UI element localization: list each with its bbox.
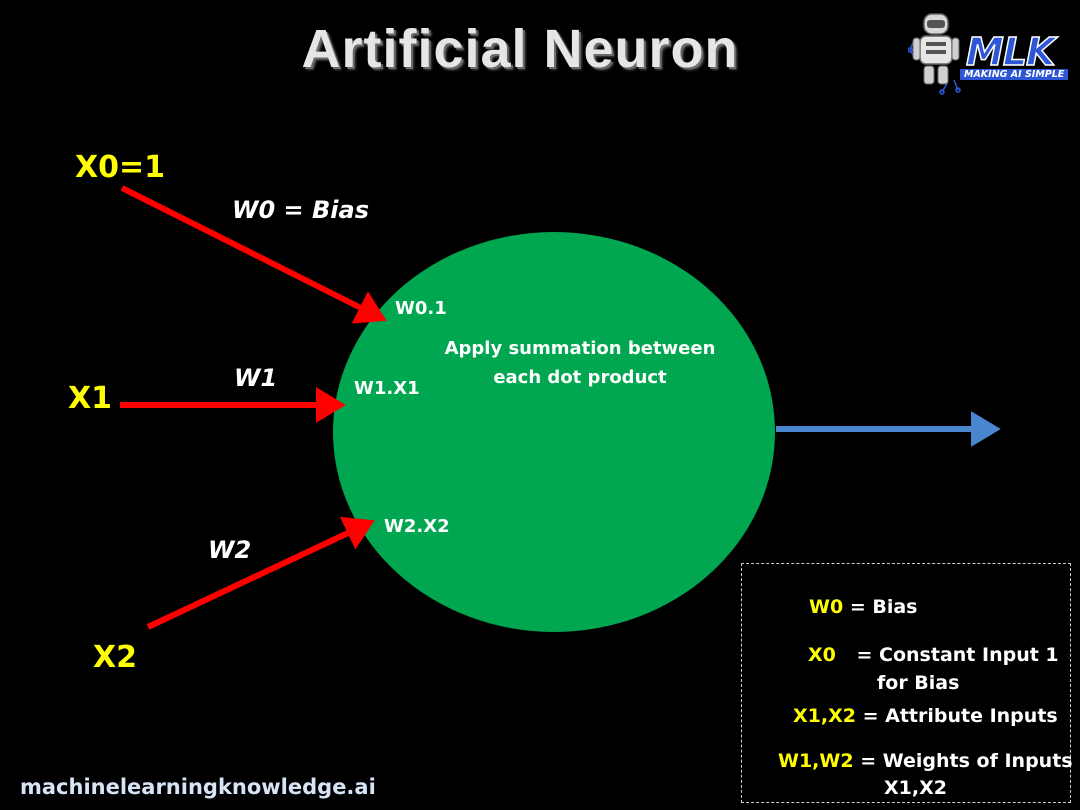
legend-w12-value: = Weights of Inputs bbox=[860, 750, 1073, 772]
logo-text: MLK bbox=[965, 29, 1056, 75]
legend-x12-key: X1,X2 bbox=[793, 705, 856, 727]
legend-w0: W0 = Bias bbox=[809, 596, 917, 618]
product-w0-label: W0.1 bbox=[395, 298, 447, 319]
legend-x12: X1,X2 = Attribute Inputs bbox=[793, 705, 1058, 727]
legend-x0: X0 = Constant Input 1 bbox=[808, 644, 1059, 666]
product-w2-label: W2.X2 bbox=[384, 516, 450, 537]
product-w1-label: W1.X1 bbox=[354, 378, 420, 399]
robot-icon bbox=[908, 13, 961, 95]
logo-tagline: MAKING AI SIMPLE bbox=[960, 69, 1069, 80]
legend-w12-value-line-2: X1,X2 bbox=[884, 777, 947, 799]
legend-x0-value-line-2: for Bias bbox=[877, 672, 960, 694]
weight-w2-label: W2 bbox=[208, 536, 252, 564]
neuron-description: Apply summation between each dot product bbox=[430, 334, 730, 392]
input-x2-label: X2 bbox=[93, 640, 138, 675]
legend-x0-value: = Constant Input 1 bbox=[856, 644, 1059, 666]
legend-box: W0 = Bias X0 = Constant Input 1 for Bias… bbox=[741, 563, 1073, 803]
legend-w12-key: W1,W2 bbox=[778, 750, 854, 772]
neuron-description-line-2: each dot product bbox=[493, 367, 667, 388]
neuron-description-line-1: Apply summation between bbox=[444, 338, 716, 359]
weight-w1-label: W1 bbox=[234, 364, 278, 392]
legend-x12-value: = Attribute Inputs bbox=[862, 705, 1058, 727]
legend-w0-value: = Bias bbox=[849, 596, 918, 618]
input-x0-label: X0=1 bbox=[75, 150, 166, 185]
legend-x0-key: X0 bbox=[808, 644, 836, 666]
diagram-title: Artificial Neuron bbox=[301, 19, 739, 79]
weight-w0-label: W0 = Bias bbox=[232, 196, 369, 224]
legend-w12: W1,W2 = Weights of Inputs bbox=[778, 750, 1073, 772]
x2-input-arrow bbox=[146, 516, 375, 630]
x0-input-arrow bbox=[120, 185, 387, 324]
input-x1-label: X1 bbox=[68, 381, 113, 416]
legend-w0-key: W0 bbox=[809, 596, 844, 618]
mlk-logo: MLK MAKING AI SIMPLE bbox=[908, 10, 1076, 96]
neuron-body bbox=[333, 232, 775, 632]
footer-website: machinelearningknowledge.ai bbox=[20, 775, 376, 799]
